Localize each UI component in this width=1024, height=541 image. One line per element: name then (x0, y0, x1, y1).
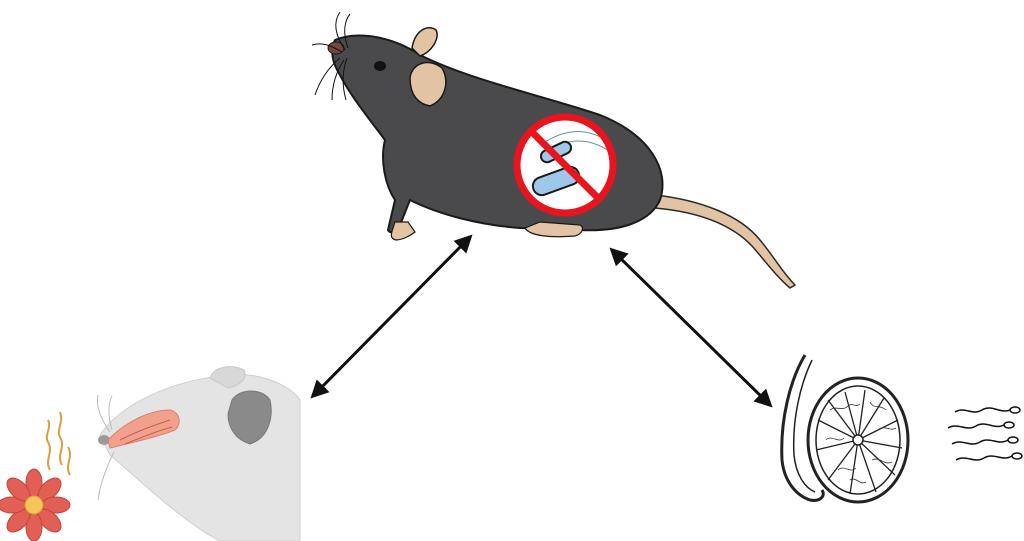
arrow-mouse-reproduction (609, 247, 773, 408)
olfaction-illustration (0, 366, 301, 541)
mouse-eye (374, 61, 386, 71)
flower-icon (0, 468, 71, 541)
no-bacteria-symbol (513, 113, 617, 217)
arrow-mouse-olfaction (310, 234, 473, 399)
germ-free-mouse (311, 11, 797, 289)
mouse-head-ear (227, 390, 272, 445)
mouse-tail (654, 194, 797, 289)
reproduction-illustration (780, 354, 1023, 504)
olfactory-epithelium (107, 409, 180, 449)
mouse-ear-back (411, 27, 438, 57)
mouse-hind-paw (524, 221, 584, 238)
mouse-ear-front (409, 61, 447, 107)
mouse-front-paw (390, 221, 416, 241)
sperm-cells-icon (947, 406, 1023, 461)
odor-waves (45, 411, 71, 476)
mouse-whiskers (311, 11, 351, 101)
epididymis (780, 354, 825, 502)
testis-icon (806, 376, 910, 504)
